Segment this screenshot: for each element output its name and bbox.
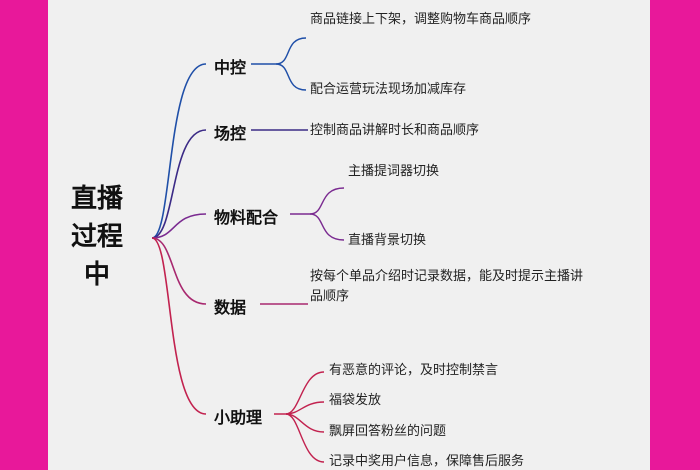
leaf-zhongkong-2: 配合运营玩法现场加减库存 [310, 82, 467, 97]
leaf-shuju-2: 品顺序 [310, 289, 350, 304]
root-line-1: 直播 [70, 184, 123, 214]
link-xiaozhuli-leaf4 [285, 413, 325, 463]
link-root-xiaozhuli [151, 237, 207, 415]
leaf-xiaozhuli-4: 记录中奖用户信息，保障售后服务 [329, 454, 525, 469]
link-root-shuju [151, 237, 207, 305]
leaf-wuliao-1: 主播提词器切换 [348, 164, 440, 179]
branch-wuliao: 物料配合 [214, 208, 279, 227]
mind-map-canvas: 直播 过程 中 中控 商品链接上下架，调整购物车商品顺序 配合运营玩法现场加减库… [48, 0, 650, 470]
root-topic: 直播 过程 中 [62, 180, 132, 294]
leaf-shuju-1: 按每个单品介绍时记录数据，能及时提示主播讲 [310, 269, 584, 284]
link-root-zhongkong [151, 63, 207, 239]
link-xiaozhuli-leaf1 [274, 371, 325, 415]
link-zhongkong-leaf2 [275, 63, 307, 91]
branch-changkong: 场控 [214, 124, 247, 143]
link-wuliao-leaf2 [309, 213, 345, 241]
leaf-zhongkong-1: 商品链接上下架，调整购物车商品顺序 [310, 12, 532, 27]
leaf-xiaozhuli-1: 有恶意的评论，及时控制禁言 [329, 363, 499, 378]
link-root-wuliao [151, 213, 207, 239]
link-wuliao-leaf1 [290, 187, 345, 215]
leaf-wuliao-2: 直播背景切换 [348, 233, 427, 248]
link-root-changkong [151, 129, 207, 239]
root-line-2: 过程 [70, 222, 123, 252]
leaf-xiaozhuli-3: 飘屏回答粉丝的问题 [329, 424, 447, 439]
leaf-changkong-1: 控制商品讲解时长和商品顺序 [310, 123, 480, 138]
root-line-3: 中 [83, 260, 110, 290]
branch-xiaozhuli: 小助理 [214, 408, 263, 427]
branch-zhongkong: 中控 [214, 58, 247, 77]
branch-shuju: 数据 [214, 298, 247, 317]
leaf-xiaozhuli-2: 福袋发放 [329, 393, 382, 408]
link-zhongkong-leaf1 [251, 37, 307, 65]
connector-lines [151, 37, 345, 463]
